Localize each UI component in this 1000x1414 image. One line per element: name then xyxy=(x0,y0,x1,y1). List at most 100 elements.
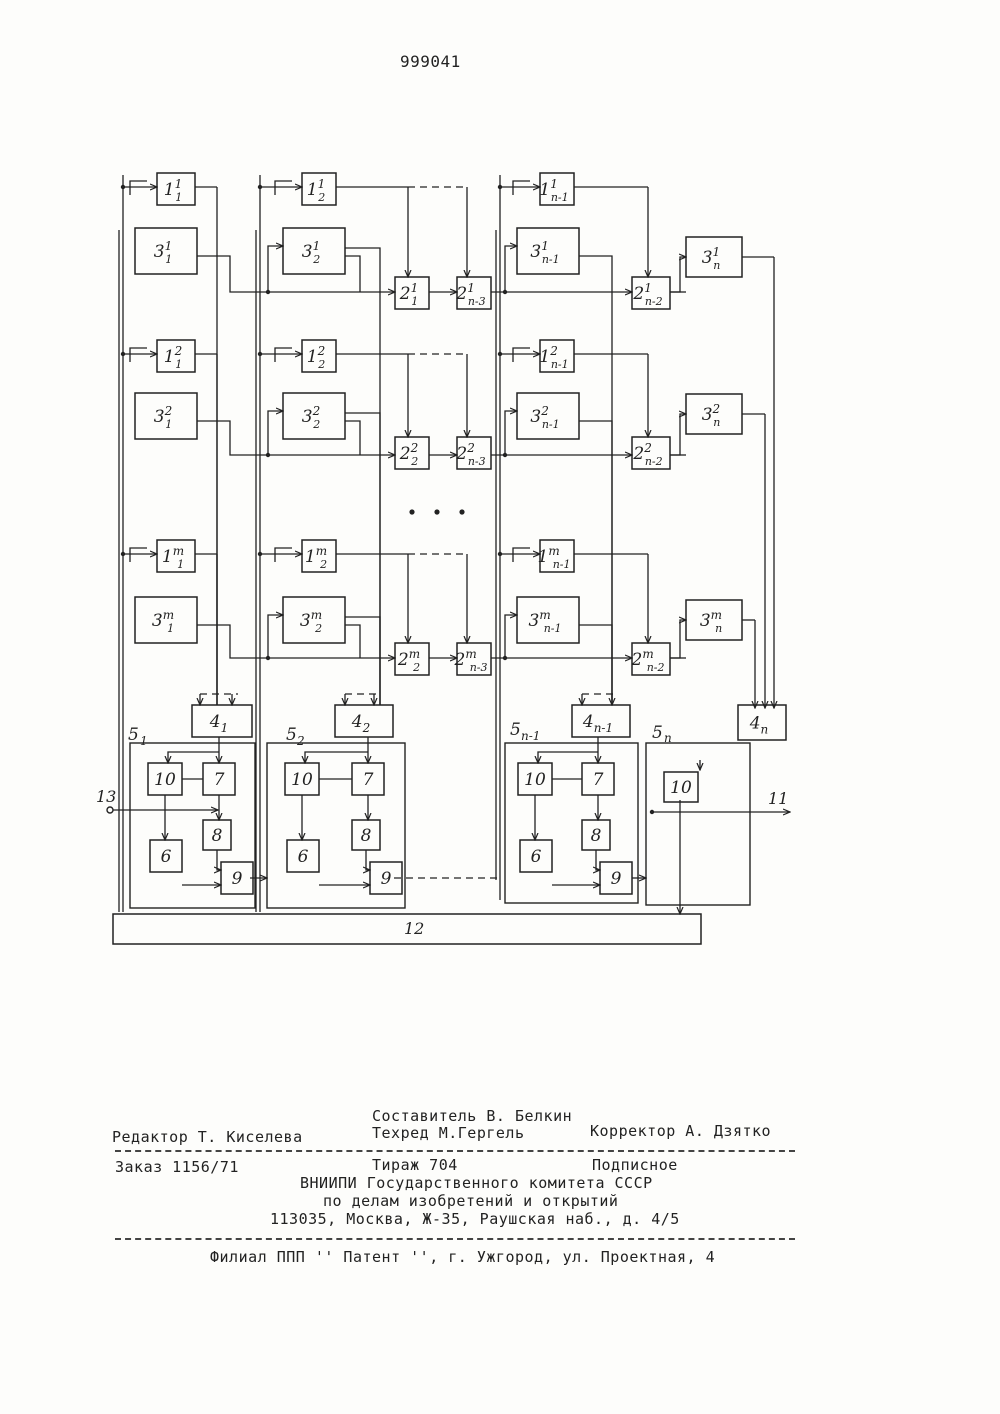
footer-editor: Редактор Т. Киселева xyxy=(112,1128,303,1146)
svg-text:9: 9 xyxy=(232,869,243,889)
block-4-1: 41 xyxy=(192,705,252,737)
svg-text:31n-1: 31n-1 xyxy=(530,239,559,266)
block-3-r3-c2: 3m2 xyxy=(283,597,345,643)
svg-text:11n-1: 11n-1 xyxy=(539,177,568,204)
block-3n-r2: 32n xyxy=(686,394,742,434)
block-3n-r3: 3mn xyxy=(686,600,742,640)
block-1-r1-cn1: 11n-1 xyxy=(539,173,574,205)
svg-text:121: 121 xyxy=(164,344,182,371)
block-5-4 xyxy=(646,743,750,905)
label-5-n1-sub: n-1 xyxy=(521,729,540,743)
block-1-r1-c2: 112 xyxy=(302,173,336,205)
label-5-1: 5 xyxy=(128,725,139,745)
footer-branch: Филиал ППП '' Патент '', г. Ужгород, ул.… xyxy=(210,1248,715,1266)
block-2-r2-b: 22n-3 xyxy=(455,437,491,469)
svg-text:211: 211 xyxy=(399,281,418,308)
svg-text:321: 321 xyxy=(154,404,172,431)
block-8-g2: 8 xyxy=(352,820,380,850)
footer-org2: по делам изобретений и открытий xyxy=(323,1192,618,1210)
output-11-label: 11 xyxy=(768,789,788,808)
svg-text:32n-1: 32n-1 xyxy=(530,404,559,431)
bus-12-label: 12 xyxy=(404,919,424,938)
svg-text:3m1: 3m1 xyxy=(152,608,174,635)
svg-text:8: 8 xyxy=(591,826,602,846)
svg-text:22n-2: 22n-2 xyxy=(632,441,662,468)
svg-text:112: 112 xyxy=(307,177,325,204)
svg-text:3m2: 3m2 xyxy=(300,608,322,635)
footer-techred: Техред М.Гергель xyxy=(372,1124,525,1142)
footer-subscription: Подписное xyxy=(592,1156,678,1174)
svg-text:32n: 32n xyxy=(702,402,721,429)
svg-text:2m2: 2m2 xyxy=(397,647,420,674)
block-2-r2-a: 222 xyxy=(395,437,429,469)
block-1-r2-c1: 121 xyxy=(157,340,195,372)
block-4-2: 42 xyxy=(335,705,393,737)
block-3-r3-cn1: 3mn-1 xyxy=(517,597,579,643)
svg-text:2mn-3: 2mn-3 xyxy=(453,647,487,674)
block-3-r2-cn1: 32n-1 xyxy=(517,393,579,439)
svg-text:1m1: 1m1 xyxy=(162,544,184,571)
block-2-r3-b: 2mn-3 xyxy=(453,643,491,675)
block-2-r3-a: 2m2 xyxy=(395,643,429,675)
svg-text:1m2: 1m2 xyxy=(305,544,327,571)
block-2-r1-b: 21n-3 xyxy=(455,277,491,309)
label-5-2-sub: 2 xyxy=(296,734,305,748)
block-8-g3: 8 xyxy=(582,820,610,850)
block-1-r2-cn1: 12n-1 xyxy=(539,340,574,372)
block-7-g3: 7 xyxy=(582,763,614,795)
label-5-n1: 5 xyxy=(510,720,521,740)
svg-text:111: 111 xyxy=(164,177,182,204)
block-4-3: 4n-1 xyxy=(572,705,630,737)
svg-text:9: 9 xyxy=(611,869,622,889)
svg-text:122: 122 xyxy=(307,344,325,371)
svg-text:10: 10 xyxy=(154,770,176,790)
block-6-g2: 6 xyxy=(287,840,319,872)
block-4-4: 4n xyxy=(738,705,786,740)
block-10-g2: 10 xyxy=(285,763,319,795)
block-2-r2-c: 22n-2 xyxy=(632,437,670,469)
block-3-r1-c2: 312 xyxy=(283,228,345,274)
input-terminal xyxy=(107,807,113,813)
block-1-r3-cn1: 1mn-1 xyxy=(537,540,574,572)
label-5-n-sub: n xyxy=(664,731,672,745)
svg-text:7: 7 xyxy=(363,770,374,790)
block-2-r1-c: 21n-2 xyxy=(632,277,670,309)
ellipsis-dot xyxy=(434,509,439,514)
svg-text:21n-3: 21n-3 xyxy=(455,281,485,308)
block-3-r3-c1: 3m1 xyxy=(135,597,197,643)
svg-text:6: 6 xyxy=(298,847,309,867)
svg-text:10: 10 xyxy=(524,770,546,790)
label-5-2: 5 xyxy=(286,725,297,745)
svg-text:10: 10 xyxy=(670,778,692,798)
block-6-g1: 6 xyxy=(150,840,182,872)
svg-text:4n-1: 4n-1 xyxy=(582,712,613,735)
block-9-g3: 9 xyxy=(600,862,632,894)
block-1-r3-c2: 1m2 xyxy=(302,540,336,572)
svg-text:10: 10 xyxy=(291,770,313,790)
input-13-label: 13 xyxy=(96,787,116,806)
block-7-g2: 7 xyxy=(352,763,384,795)
block-9-g1: 9 xyxy=(221,862,253,894)
footer-address: 113035, Москва, Ж-35, Раушская наб., д. … xyxy=(270,1210,680,1228)
block-3-r2-c1: 321 xyxy=(135,393,197,439)
svg-text:8: 8 xyxy=(361,826,372,846)
footer-order: Заказ 1156/71 xyxy=(115,1158,239,1176)
svg-text:7: 7 xyxy=(214,770,225,790)
block-10-gn: 10 xyxy=(664,772,698,802)
svg-text:6: 6 xyxy=(161,847,172,867)
svg-text:22n-3: 22n-3 xyxy=(455,441,485,468)
block-3n-r1: 31n xyxy=(686,237,742,277)
svg-text:1mn-1: 1mn-1 xyxy=(537,544,570,571)
block-3-r2-c2: 322 xyxy=(283,393,345,439)
svg-text:322: 322 xyxy=(302,404,320,431)
svg-text:21n-2: 21n-2 xyxy=(632,281,662,308)
ellipsis-dot xyxy=(409,509,414,514)
ellipsis-dot xyxy=(459,509,464,514)
block-3-r1-c1: 311 xyxy=(135,228,197,274)
svg-text:311: 311 xyxy=(154,239,172,266)
block-8-g1: 8 xyxy=(203,820,231,850)
block-1-r3-c1: 1m1 xyxy=(157,540,195,572)
svg-text:12n-1: 12n-1 xyxy=(539,344,568,371)
footer-org1: ВНИИПИ Государственного комитета СССР xyxy=(300,1174,653,1192)
